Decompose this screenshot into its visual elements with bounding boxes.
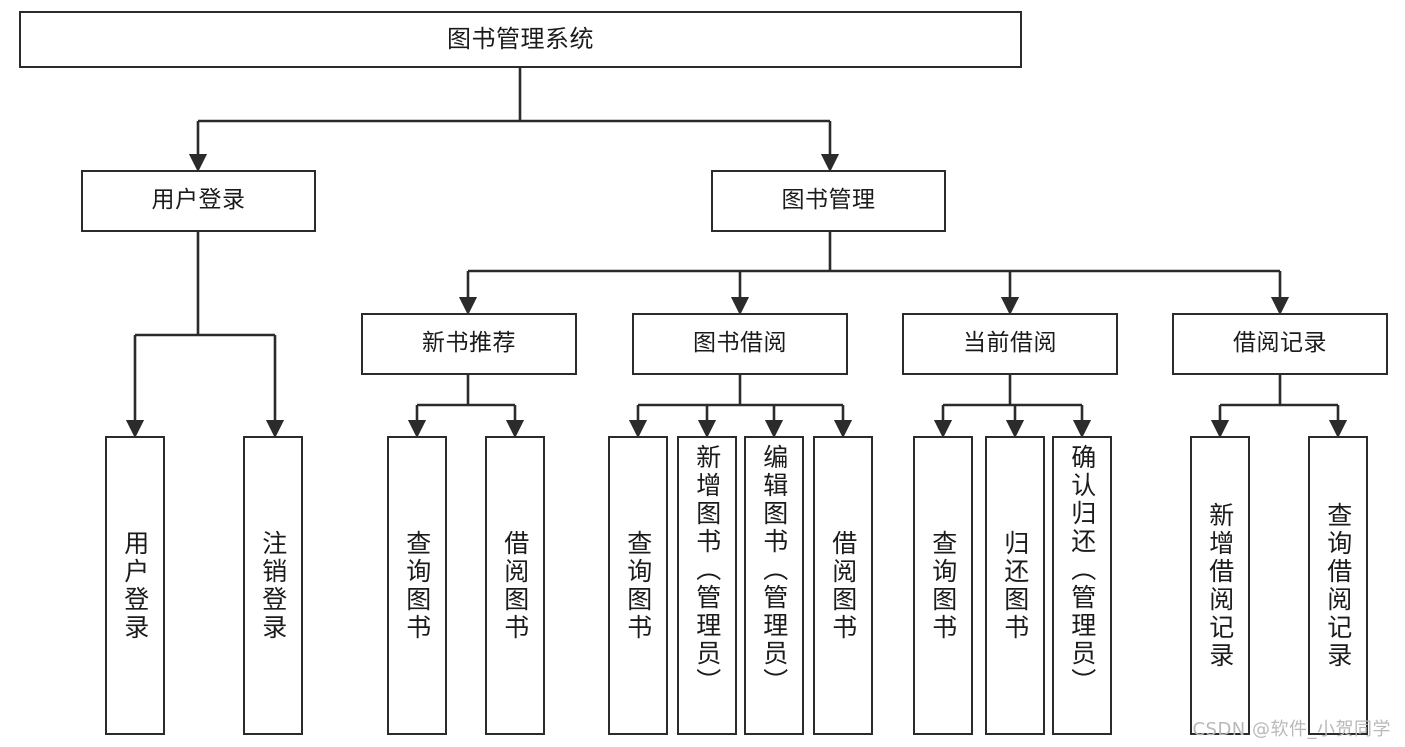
node-leaf-query-record[interactable]: 查询借阅记录 [1308,436,1368,735]
node-book-manage-label: 图书管理 [781,187,876,214]
node-leaf-query-book[interactable]: 查询图书 [608,436,668,735]
node-leaf-add-record-label: 新增借阅记录 [1205,501,1235,670]
node-current-borrow[interactable]: 当前借阅 [902,313,1118,375]
node-leaf-edit-book[interactable]: 编辑图书（管理员） [744,436,804,735]
node-leaf-logout[interactable]: 注销登录 [243,436,303,735]
node-user-login[interactable]: 用户登录 [81,170,316,232]
node-leaf-add-book-label: 新增图书（管理员） [692,444,722,696]
node-leaf-query-book-cur-label: 查询图书 [928,529,958,642]
node-root[interactable]: 图书管理系统 [19,11,1022,68]
node-borrow-record[interactable]: 借阅记录 [1172,313,1388,375]
node-leaf-edit-book-label: 编辑图书（管理员） [759,444,789,696]
node-leaf-query-record-label: 查询借阅记录 [1323,501,1353,670]
node-leaf-confirm-return-label: 确认归还（管理员） [1067,444,1097,696]
node-leaf-confirm-return[interactable]: 确认归还（管理员） [1052,436,1112,735]
node-leaf-user-login[interactable]: 用户登录 [105,436,165,735]
node-new-book-rec-label: 新书推荐 [422,330,516,357]
node-root-label: 图书管理系统 [447,25,594,54]
node-leaf-query-book-rec-label: 查询图书 [402,529,432,642]
node-leaf-query-book-cur[interactable]: 查询图书 [913,436,973,735]
node-leaf-borrow-book-rec-label: 借阅图书 [500,529,530,642]
node-book-borrow[interactable]: 图书借阅 [632,313,848,375]
node-new-book-rec[interactable]: 新书推荐 [361,313,577,375]
node-book-manage[interactable]: 图书管理 [711,170,946,232]
node-leaf-borrow-book-rec[interactable]: 借阅图书 [485,436,545,735]
node-leaf-logout-label: 注销登录 [258,529,288,642]
node-leaf-add-book[interactable]: 新增图书（管理员） [677,436,737,735]
node-borrow-record-label: 借阅记录 [1233,330,1327,357]
node-leaf-query-book-rec[interactable]: 查询图书 [387,436,447,735]
node-leaf-return-book-label: 归还图书 [1000,529,1030,642]
node-user-login-label: 用户登录 [151,187,246,214]
node-current-borrow-label: 当前借阅 [963,330,1057,357]
node-leaf-query-book-label: 查询图书 [623,529,653,642]
node-leaf-return-book[interactable]: 归还图书 [985,436,1045,735]
node-book-borrow-label: 图书借阅 [693,330,787,357]
node-leaf-borrow-book[interactable]: 借阅图书 [813,436,873,735]
node-leaf-borrow-book-label: 借阅图书 [828,529,858,642]
watermark: CSDN @软件_小贺同学 [1192,719,1391,740]
node-leaf-add-record[interactable]: 新增借阅记录 [1190,436,1250,735]
node-leaf-user-login-label: 用户登录 [120,529,150,642]
